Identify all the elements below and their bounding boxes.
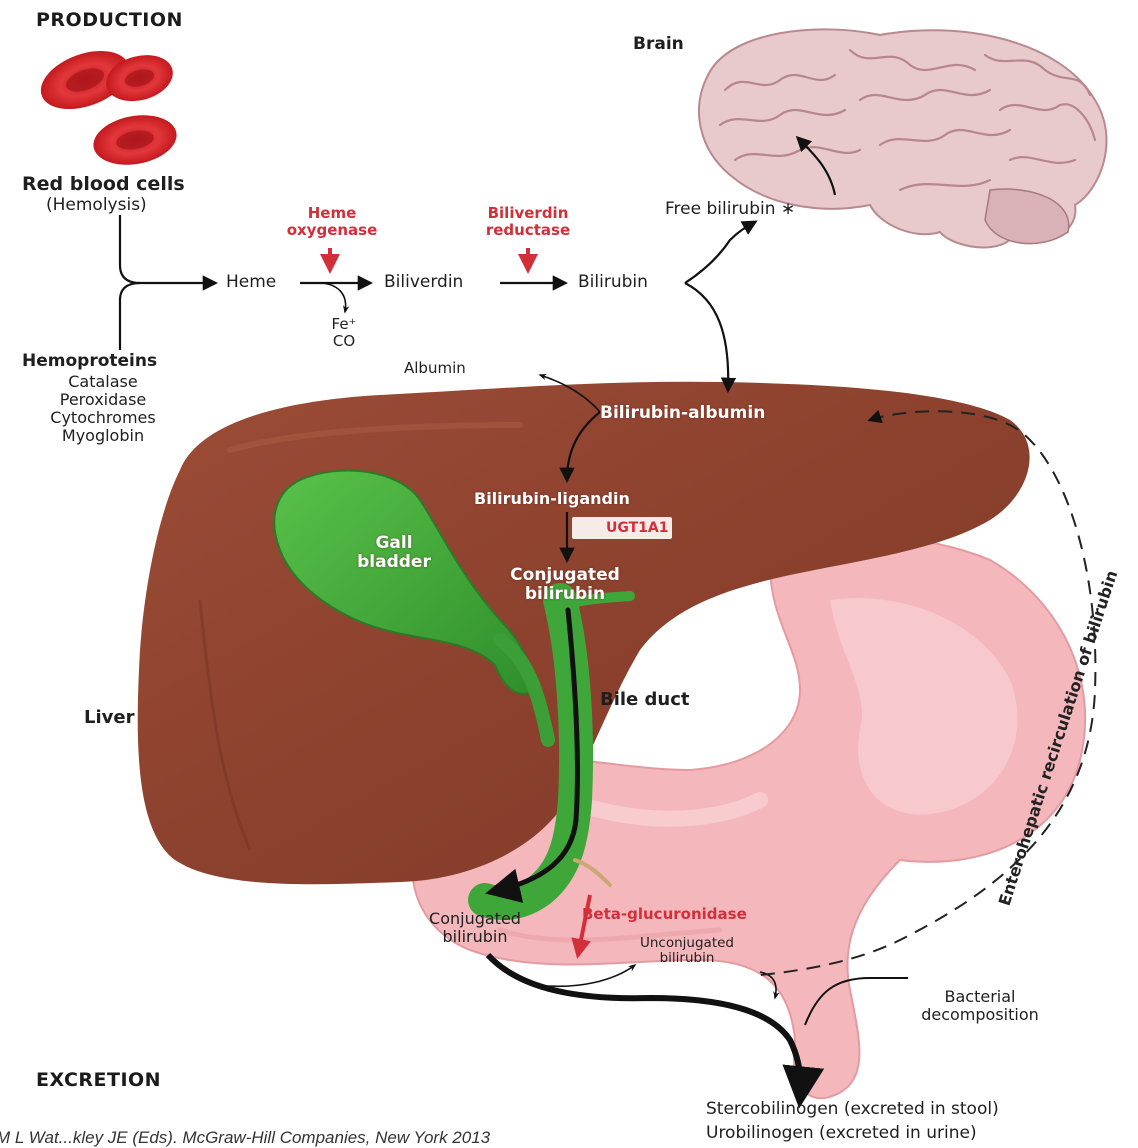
red-blood-cells-illustration [33,40,181,171]
red-blood-cells-label: Red blood cells [22,174,185,195]
byproducts-label: Fe⁺ CO [322,316,366,349]
bacterial-line: decomposition [905,1006,1055,1024]
bilirubin-albumin-label: Bilirubin-albumin [600,404,765,423]
excretion-heading: EXCRETION [36,1070,161,1091]
conjugated-bilirubin-liver-label: Conjugated bilirubin [480,566,650,603]
enzyme-line: Heme [272,205,392,222]
biliverdin-reductase-label: Biliverdin reductase [468,205,588,238]
source-credit: M L Wat...kley JE (Eds). McGraw-Hill Com… [0,1128,490,1148]
free-bilirubin-label: Free bilirubin ∗ [665,200,795,219]
production-arrows [120,138,835,390]
ugt1a1-badge: UGT1A1 [572,517,672,539]
gall-bladder-line: Gall [344,534,444,553]
stercobilinogen-label: Stercobilinogen (excreted in stool) [706,1100,999,1119]
hemoproteins-label: Hemoproteins [22,352,157,371]
bacterial-line: Bacterial [905,988,1055,1006]
biliverdin-label: Biliverdin [384,273,463,292]
unconjugated-line: Unconjugated [612,936,762,951]
urobilinogen-label: Urobilinogen (excreted in urine) [706,1124,977,1143]
unconjugated-bilirubin-label: Unconjugated bilirubin [612,936,762,966]
hemoprotein-item: Catalase [38,373,168,391]
heme-label: Heme [226,273,276,292]
conjugated-line: bilirubin [400,928,550,946]
hemoprotein-item: Cytochromes [38,409,168,427]
beta-glucuronidase-label: Beta-glucuronidase [582,906,747,923]
ugt1a1-label: UGT1A1 [606,520,668,536]
conjugated-line: bilirubin [480,585,650,604]
bilirubin-label: Bilirubin [578,273,648,292]
production-heading: PRODUCTION [36,10,183,31]
byproduct-line: Fe⁺ [322,316,366,333]
hemoprotein-item: Myoglobin [38,427,168,445]
enzyme-line: oxygenase [272,222,392,239]
albumin-label: Albumin [404,360,466,377]
conjugated-line: Conjugated [480,566,650,585]
enzyme-line: Biliverdin [468,205,588,222]
gall-bladder-line: bladder [344,553,444,572]
brain-label: Brain [633,35,684,54]
liver-label: Liver [84,708,134,728]
conjugated-line: Conjugated [400,910,550,928]
conjugated-bilirubin-intestine-label: Conjugated bilirubin [400,910,550,945]
bacterial-decomposition-label: Bacterial decomposition [905,988,1055,1023]
hemoprotein-list: Catalase Peroxidase Cytochromes Myoglobi… [38,373,168,445]
gall-bladder-label: Gall bladder [344,534,444,571]
enzyme-line: reductase [468,222,588,239]
hemolysis-label: (Hemolysis) [46,196,147,215]
bile-duct-label: Bile duct [600,690,690,710]
hemoprotein-item: Peroxidase [38,391,168,409]
byproduct-line: CO [322,333,366,350]
heme-oxygenase-label: Heme oxygenase [272,205,392,238]
bilirubin-ligandin-label: Bilirubin-ligandin [474,490,630,508]
unconjugated-line: bilirubin [612,951,762,966]
